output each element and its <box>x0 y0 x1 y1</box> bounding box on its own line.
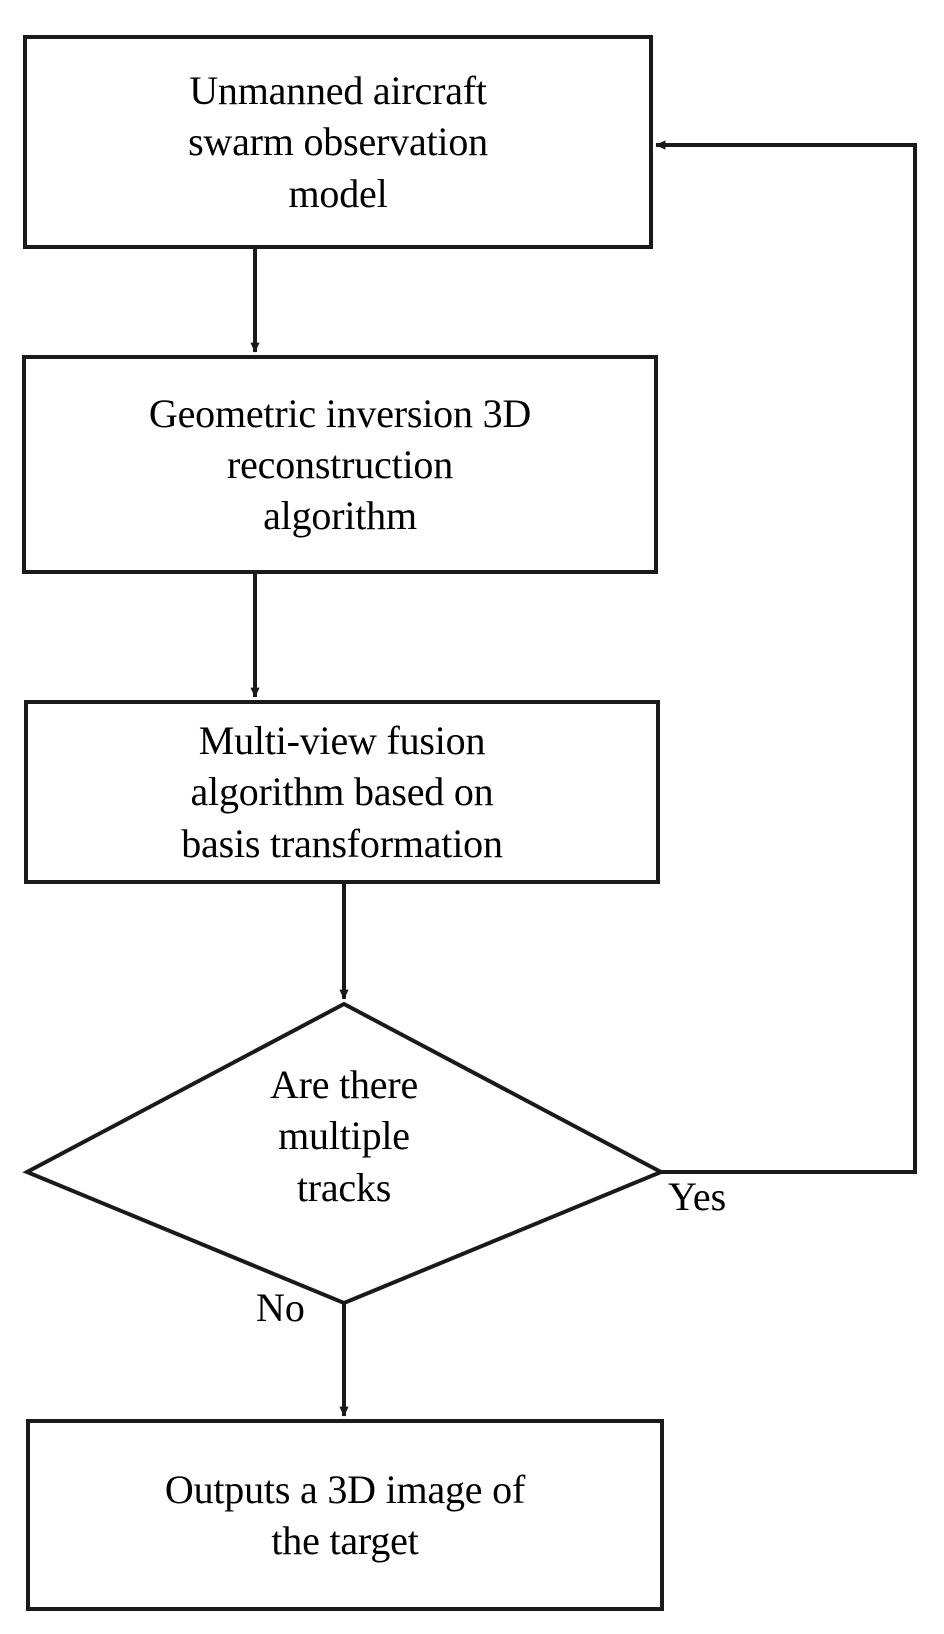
node-reconstruction-algorithm-shape <box>22 355 658 574</box>
node-multiple-tracks-decision-shape <box>22 1001 666 1306</box>
node-observation-model-shape <box>23 35 653 249</box>
edge-label-no: No <box>256 1285 305 1330</box>
edge-decision-yes-feedback <box>655 140 917 1174</box>
node-output-image-shape <box>26 1419 664 1611</box>
node-fusion-algorithm-shape <box>24 700 660 884</box>
edge-label-yes: Yes <box>668 1174 727 1219</box>
